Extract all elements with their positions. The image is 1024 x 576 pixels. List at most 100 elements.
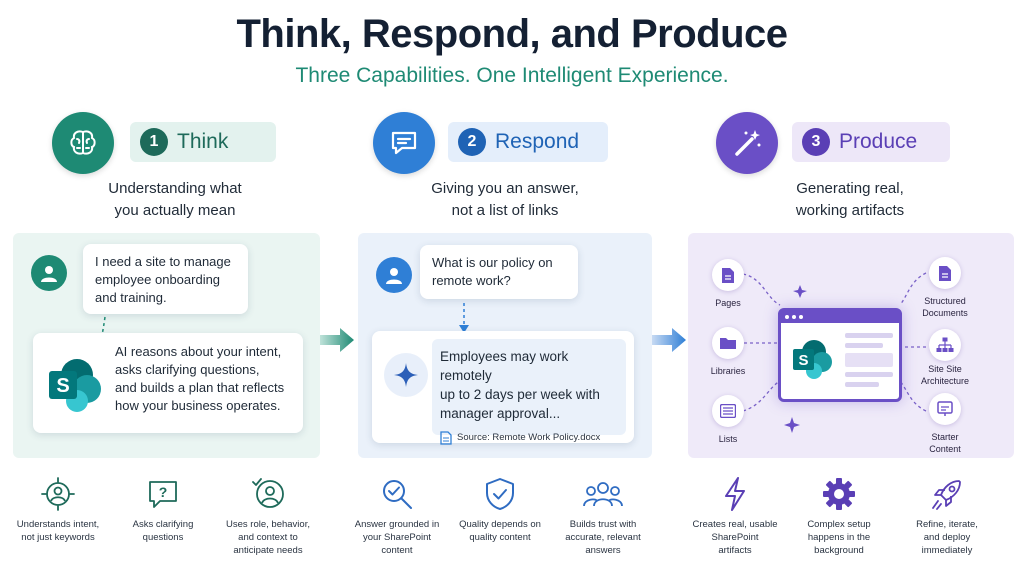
node-label: Pages [715, 298, 741, 308]
pages-node: Pages [693, 259, 763, 309]
ai-response-card: S AI reasons about your intent, asks cla… [33, 333, 303, 433]
think-desc-line: you actually mean [114, 202, 236, 219]
feature-text: Answer grounded in [354, 519, 440, 530]
lists-node: Lists [693, 395, 763, 445]
feature-text: and deploy [923, 532, 971, 543]
gear-icon [784, 474, 894, 514]
target-person-icon [3, 474, 113, 514]
window-content-lines [845, 333, 893, 387]
think-description: Understanding what you actually mean [10, 178, 340, 222]
respond-desc-line: not a list of links [451, 202, 559, 219]
user-question-line: What is our policy on [432, 255, 553, 270]
answer-body: Employees may work remotely up to 2 days… [432, 339, 626, 445]
structured-documents-node: Structured Documents [910, 257, 980, 319]
sharepoint-logo-icon: S [789, 339, 835, 384]
think-number: 1 [140, 128, 168, 156]
produce-desc-line: Generating real, [796, 180, 904, 197]
produce-pill: 3 Produce [792, 122, 950, 162]
document-icon [929, 257, 961, 289]
feature-text: content [381, 545, 413, 556]
feature-text: anticipate needs [233, 545, 303, 556]
feature-text: answers [585, 545, 621, 556]
produce-panel: S Pages Libraries [688, 233, 1014, 458]
think-desc-line: Understanding what [108, 180, 242, 197]
user-question-line: remote work? [432, 273, 511, 288]
feature-text: happens in the [807, 532, 871, 543]
chat-icon [373, 112, 435, 174]
respond-label: Respond [495, 130, 580, 153]
node-label: Content [929, 444, 961, 454]
produce-description: Generating real, working artifacts [688, 178, 1012, 222]
brain-icon [52, 112, 114, 174]
feature-text: immediately [921, 545, 973, 556]
produce-column: 3 Produce Generating real, working artif… [688, 110, 1018, 460]
think-pill: 1 Think [130, 122, 276, 162]
node-label: Documents [922, 308, 968, 318]
generated-site-window: S [778, 308, 902, 402]
feature-complex-setup: Complex setup happens in the background [784, 474, 894, 557]
produce-label: Produce [839, 130, 918, 153]
feature-text: Complex setup [807, 519, 871, 530]
document-icon [440, 431, 452, 445]
list-icon [712, 395, 744, 427]
page-title: Think, Respond, and Produce [236, 12, 789, 56]
search-check-icon [342, 474, 452, 514]
answer-line: up to 2 days per week with [440, 387, 600, 402]
svg-text:S: S [56, 375, 69, 397]
ai-response-line: asks clarifying questions, [115, 362, 260, 377]
think-column: 1 Think Understanding what you actually … [10, 110, 340, 460]
site-architecture-node: Site Site Architecture [910, 329, 980, 387]
produce-number: 3 [802, 128, 830, 156]
feature-text: Uses role, behavior, [226, 519, 310, 530]
respond-description: Giving you an answer, not a list of link… [355, 178, 655, 222]
respond-pill: 2 Respond [448, 122, 608, 162]
answer-card: Employees may work remotely up to 2 days… [372, 331, 634, 445]
user-request-line: and training. [95, 290, 167, 305]
source-text: Source: Remote Work Policy.docx [457, 432, 601, 443]
ai-response-line: AI reasons about your intent, [115, 344, 282, 359]
page-subtitle: Three Capabilities. One Intelligent Expe… [295, 64, 729, 87]
node-label: Libraries [710, 366, 746, 376]
starter-content-node: Starter Content [910, 393, 980, 455]
feature-uses-context: Uses role, behavior, and context to antici… [213, 474, 323, 557]
feature-text: accurate, relevant [565, 532, 641, 543]
node-label: Lists [718, 434, 738, 444]
window-titlebar [781, 311, 899, 323]
dashed-arrow-icon [459, 303, 469, 333]
answer-line: manager approval... [440, 406, 561, 421]
user-request-line: I need a site to manage [95, 254, 231, 269]
hierarchy-icon [929, 329, 961, 361]
respond-number: 2 [458, 128, 486, 156]
answer-line: Employees may work remotely [440, 349, 569, 383]
respond-desc-line: Giving you an answer, [431, 180, 579, 197]
feature-text: Quality depends on [459, 519, 541, 530]
feature-text: Refine, iterate, [916, 519, 978, 530]
svg-text:S: S [798, 352, 808, 369]
node-label: Architecture [920, 376, 970, 386]
lightning-icon [680, 474, 790, 514]
feature-text: background [814, 545, 864, 556]
people-group-icon [548, 474, 658, 514]
user-avatar-icon [376, 257, 412, 293]
feature-text: Asks clarifying [132, 519, 194, 530]
feature-text: Understands intent, [16, 519, 100, 530]
respond-panel: What is our policy on remote work? Emplo… [358, 233, 652, 458]
feature-text: not just keywords [21, 532, 95, 543]
feature-text: and context to [238, 532, 298, 543]
shield-check-icon [445, 474, 555, 514]
sharepoint-logo-icon: S [43, 357, 105, 418]
think-panel: I need a site to manage employee onboard… [13, 233, 320, 458]
source-citation[interactable]: Source: Remote Work Policy.docx [440, 429, 618, 447]
feature-text: Creates real, usable [692, 519, 778, 530]
flow-arrow-icon [652, 328, 686, 352]
svg-text:?: ? [159, 484, 168, 500]
libraries-node: Libraries [693, 327, 763, 377]
question-bubble-icon: ? [108, 474, 218, 514]
magic-wand-icon [716, 112, 778, 174]
ai-response-line: and builds a plan that reflects [115, 380, 285, 395]
node-label: Starter [931, 432, 959, 442]
